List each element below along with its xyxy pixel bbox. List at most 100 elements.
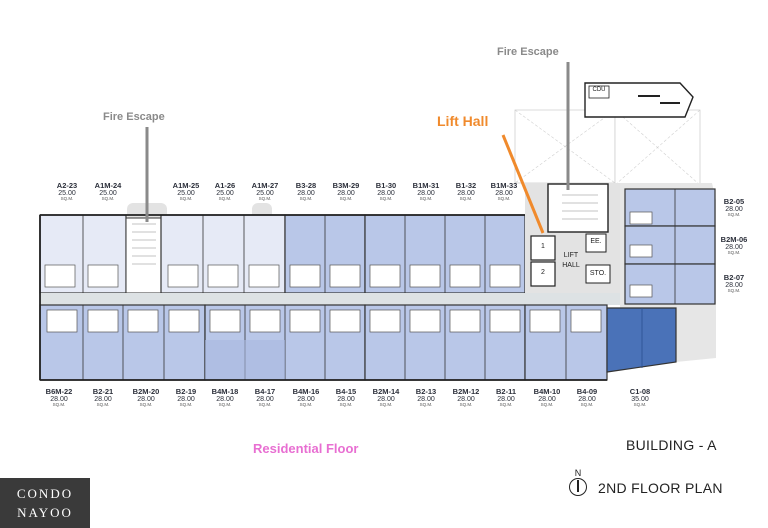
unit-unit: SQ.M. (633, 402, 647, 408)
unit-area: 28.00 (417, 189, 435, 197)
cdu-label: CDU (592, 87, 606, 93)
unit-unit: SQ.M. (419, 402, 433, 408)
unit-code: B2-05 (723, 197, 745, 206)
logo-line2: NAYOO (17, 505, 73, 520)
unit-code: B4-15 (335, 387, 357, 396)
unit-unit: SQ.M. (258, 196, 272, 202)
unit-area: 28.00 (417, 395, 435, 403)
unit-unit: SQ.M. (580, 402, 594, 408)
unit-area: 28.00 (337, 395, 355, 403)
north-label: N (574, 468, 582, 478)
unit-code: A1M-25 (172, 181, 200, 190)
unit-code: B4M-18 (211, 387, 239, 396)
fire-escape-left-callout: Fire Escape (103, 111, 165, 123)
unit-unit: SQ.M. (727, 212, 741, 218)
lift-hall-callout: Lift Hall (437, 113, 489, 129)
unit-code: B1M-33 (490, 181, 518, 190)
lift-1-label: 1 (541, 243, 545, 250)
unit-unit: SQ.M. (60, 196, 74, 202)
unit-area: 28.00 (177, 395, 195, 403)
unit-code: B4M-16 (292, 387, 320, 396)
residential-floor-callout: Residential Floor (253, 441, 359, 456)
unit-code: A1M-24 (94, 181, 122, 190)
unit-area: 25.00 (58, 189, 76, 197)
unit-unit: SQ.M. (339, 196, 353, 202)
unit-unit: SQ.M. (379, 196, 393, 202)
unit-area: 28.00 (578, 395, 596, 403)
compass-ring-icon (569, 478, 587, 496)
unit-area: 28.00 (725, 281, 743, 289)
unit-unit: SQ.M. (459, 196, 473, 202)
unit-area: 28.00 (216, 395, 234, 403)
unit-code: B2-13 (415, 387, 437, 396)
unit-area: 28.00 (377, 189, 395, 197)
unit-unit: SQ.M. (52, 402, 66, 408)
unit-code: B4-09 (576, 387, 598, 396)
unit-unit: SQ.M. (379, 402, 393, 408)
unit-code: B2-07 (723, 273, 745, 282)
unit-area: 28.00 (297, 189, 315, 197)
lift-hall-leader (501, 134, 545, 234)
condo-nayoo-logo: CONDO NAYOO (0, 478, 90, 528)
unit-unit: SQ.M. (727, 288, 741, 294)
unit-area: 28.00 (457, 395, 475, 403)
north-arrow-icon: N (563, 468, 593, 496)
unit-unit: SQ.M. (258, 402, 272, 408)
unit-unit: SQ.M. (419, 196, 433, 202)
unit-area: 28.00 (337, 189, 355, 197)
unit-unit: SQ.M. (727, 250, 741, 256)
right-unit-column (624, 188, 716, 305)
unit-code: B1-32 (455, 181, 477, 190)
unit-area: 28.00 (497, 395, 515, 403)
unit-code: A2-23 (56, 181, 78, 190)
unit-area: 28.00 (538, 395, 556, 403)
unit-code: B6M-22 (45, 387, 73, 396)
upper-terrace (514, 109, 701, 186)
unit-code: B4-17 (254, 387, 276, 396)
unit-unit: SQ.M. (179, 402, 193, 408)
unit-code: A1-26 (214, 181, 236, 190)
unit-code: A1M-27 (251, 181, 279, 190)
unit-code: B3M-29 (332, 181, 360, 190)
logo-line1: CONDO (16, 486, 74, 501)
unit-code: B4M-10 (533, 387, 561, 396)
unit-area: 28.00 (256, 395, 274, 403)
unit-unit: SQ.M. (540, 402, 554, 408)
unit-unit: SQ.M. (101, 196, 115, 202)
lift-hall-room-label-line1: LIFT (563, 252, 579, 259)
unit-code: B2M-14 (372, 387, 400, 396)
unit-unit: SQ.M. (497, 196, 511, 202)
unit-unit: SQ.M. (299, 402, 313, 408)
lift-hall-room-label-line2: HALL (562, 262, 580, 269)
unit-area: 28.00 (457, 189, 475, 197)
unit-code: B1M-31 (412, 181, 440, 190)
unit-unit: SQ.M. (139, 402, 153, 408)
unit-code: B1-30 (375, 181, 397, 190)
unit-area: 28.00 (725, 205, 743, 213)
unit-area: 25.00 (216, 189, 234, 197)
